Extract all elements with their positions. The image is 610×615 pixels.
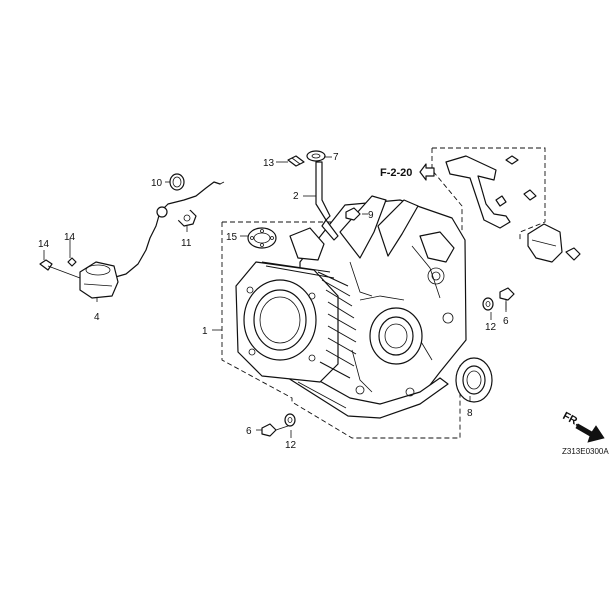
callout-10: 10 [151, 178, 163, 189]
oil-seal [455, 357, 493, 403]
callout-13: 13 [263, 158, 275, 169]
retaining-clip [287, 155, 305, 167]
leader-lines [43, 156, 507, 438]
callout-12-right: 12 [485, 322, 497, 333]
washer-right [482, 297, 494, 311]
callout-4: 4 [94, 312, 100, 323]
callout-6-right: 6 [503, 316, 509, 327]
callout-1: 1 [202, 326, 208, 337]
bracket-group-outline [431, 147, 546, 240]
o-ring [169, 173, 185, 191]
cylinder-block [235, 195, 467, 419]
callout-12-bottom: 12 [285, 440, 297, 451]
callout-11: 11 [181, 238, 192, 249]
oil-level-switch [39, 181, 225, 299]
small-bolt [345, 207, 361, 221]
washer-bottom [284, 413, 296, 427]
direction-arrow-icon [575, 423, 605, 443]
ball-bearing [247, 227, 277, 249]
ignition-component [527, 223, 581, 263]
callout-2: 2 [293, 191, 299, 202]
callout-6-bottom: 6 [246, 426, 252, 437]
reference-arrow [419, 163, 435, 181]
callout-14-right: 14 [64, 232, 76, 243]
reference-label: F-2-20 [380, 167, 412, 179]
callout-8: 8 [467, 408, 473, 419]
filler-cap-washer [306, 150, 326, 162]
callout-7: 7 [333, 152, 339, 163]
flange-bolt-right [499, 287, 515, 310]
callouts: 1 2 4 6 6 7 8 9 10 11 12 12 13 14 14 15 [38, 152, 509, 451]
flange-bolt-bottom [261, 423, 289, 437]
callout-9: 9 [368, 210, 374, 221]
callout-15: 15 [226, 232, 238, 243]
drawing-code: Z313E0300A [562, 447, 609, 456]
callout-14-left: 14 [38, 239, 50, 250]
mounting-bracket [445, 155, 537, 229]
oil-level-gauge [315, 161, 339, 241]
